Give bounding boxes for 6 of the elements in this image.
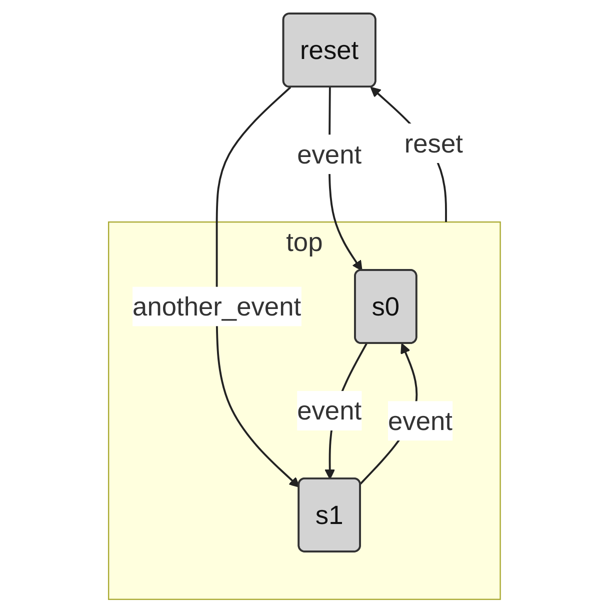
edge-label: reset (404, 128, 463, 158)
edge-label: another_event (132, 292, 301, 322)
edge-label: event (296, 396, 362, 426)
arrow (215, 86, 300, 488)
edge-label: event (296, 139, 362, 170)
edge-label: event (388, 406, 452, 436)
